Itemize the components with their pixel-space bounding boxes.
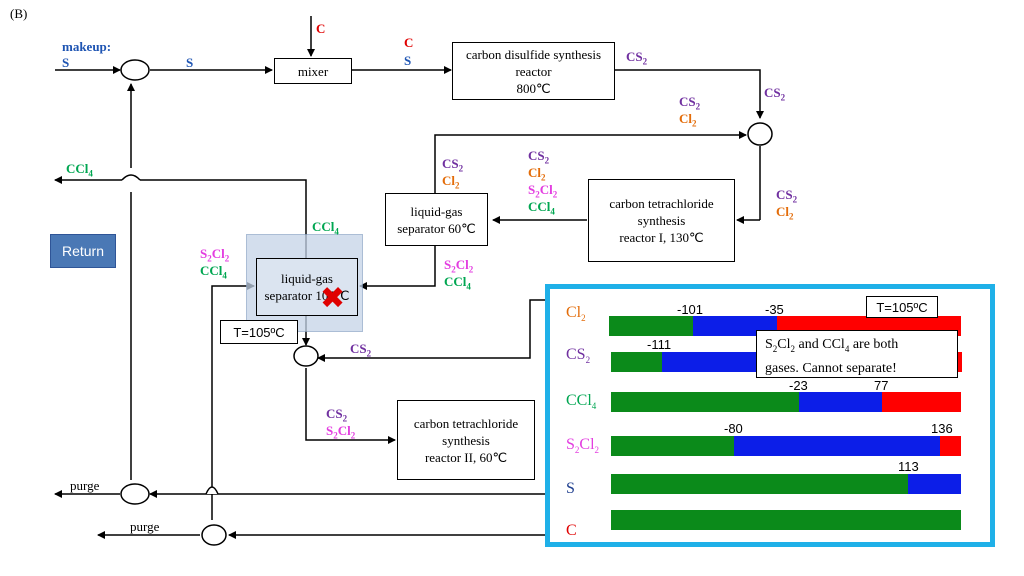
tick-ccl4-boiling: 77 bbox=[874, 378, 889, 393]
sepHL-unit: liquid-gas separator 105℃ bbox=[256, 258, 358, 316]
label-cs2-reactor2: CS2 bbox=[326, 406, 348, 424]
return-button[interactable]: Return bbox=[50, 234, 116, 268]
note-line1: S2Cl2 and CCl4 are both bbox=[765, 337, 899, 354]
sep60-line1: liquid-gas bbox=[410, 203, 463, 219]
stream-to-reactor2 bbox=[305, 368, 396, 444]
stream-cs2-out bbox=[615, 69, 764, 119]
stream-ccl4-line bbox=[140, 179, 307, 258]
makeup-title: makeup: bbox=[62, 39, 112, 54]
label-cs2-lower: CS2 bbox=[350, 341, 372, 359]
label-ccl4-left: CCl4 bbox=[200, 263, 227, 281]
bar-ccl4-solid bbox=[611, 392, 799, 412]
note-box: S2Cl2 and CCl4 are both gases. Cannot se… bbox=[756, 330, 958, 378]
reactor2-line3: reactor II, 60℃ bbox=[424, 449, 508, 465]
label-cs2-reactor1: CS2 bbox=[776, 187, 798, 205]
note-line2: gases. Cannot separate! bbox=[765, 360, 897, 376]
label-cs2-down: CS2 bbox=[764, 85, 786, 103]
label-cs2-merge: CS2 bbox=[679, 94, 701, 112]
bar-ccl4-liquid bbox=[799, 392, 882, 412]
species-ccl4: CCl4 bbox=[566, 392, 597, 412]
tick-ccl4-melting: -23 bbox=[789, 378, 808, 393]
bar-c-solid bbox=[611, 510, 961, 530]
label-ccl4-top-sepHL: CCl4 bbox=[312, 219, 339, 237]
stream-sep60-to-sepHL bbox=[359, 246, 436, 290]
label-s2cl2-left: S2Cl2 bbox=[200, 246, 230, 264]
label-s2cl2-reactor2: S2Cl2 bbox=[326, 423, 356, 441]
bar-s2cl2-gas bbox=[940, 436, 961, 456]
bar-ccl4-gas bbox=[882, 392, 961, 412]
label-cl2-reactor1: Cl2 bbox=[776, 204, 794, 222]
species-s: S bbox=[566, 480, 575, 497]
bar-s-liquid bbox=[908, 474, 961, 494]
split-node-2 bbox=[201, 524, 227, 546]
tick-cs2-melting: -111 bbox=[647, 337, 672, 352]
sepHL-line1: liquid-gas bbox=[281, 271, 333, 286]
label-s-to-mixer: S bbox=[186, 55, 194, 70]
cross-icon: ✖ bbox=[320, 281, 346, 316]
species-c: C bbox=[566, 522, 577, 539]
tick-s-melting: 113 bbox=[898, 459, 919, 474]
cs2-reactor-line1: carbon disulfide synthesis bbox=[465, 46, 602, 62]
mixing-node-2 bbox=[747, 122, 773, 146]
ccl4-reactor2-unit: carbon tetrachloride synthesis reactor I… bbox=[397, 400, 535, 480]
cs2-reactor-unit: carbon disulfide synthesis reactor 800℃ bbox=[452, 42, 615, 100]
bar-s2cl2-liquid bbox=[734, 436, 940, 456]
label-ccl4-out: CCl4 bbox=[66, 161, 93, 179]
reactor2-line2: synthesis bbox=[442, 432, 490, 448]
species-cl2: Cl2 bbox=[566, 304, 586, 324]
stream-sep60-recycle bbox=[434, 131, 747, 193]
temp-label-panel: T=105ºC bbox=[866, 296, 938, 318]
sepHL-line2: separator 105℃ bbox=[264, 288, 350, 303]
cs2-reactor-line3: 800℃ bbox=[516, 80, 551, 96]
tick-cl2-boiling: -35 bbox=[765, 302, 784, 317]
label-ccl4-below-sep60: CCl4 bbox=[444, 274, 471, 292]
reactor1-line1: carbon tetrachloride bbox=[609, 196, 714, 211]
label-c-in: C bbox=[316, 21, 326, 36]
mixer-label: mixer bbox=[297, 63, 329, 79]
species-s2cl2: S2Cl2 bbox=[566, 436, 600, 456]
bar-s2cl2-solid bbox=[611, 436, 734, 456]
label-mixer-out-c: C bbox=[404, 35, 414, 50]
bar-cl2-solid bbox=[609, 316, 693, 336]
makeup-species: S bbox=[62, 55, 70, 70]
temp-label-left: T=105ºC bbox=[220, 320, 298, 344]
label-cl2-into-sep60: Cl2 bbox=[528, 165, 546, 183]
species-cs2: CS2 bbox=[566, 346, 591, 366]
reactor1-line2: synthesis bbox=[637, 213, 686, 228]
ccl4-reactor1-unit: carbon tetrachloride synthesis reactor I… bbox=[588, 179, 735, 262]
tick-cl2-melting: -101 bbox=[677, 302, 704, 317]
mixing-node-3 bbox=[293, 345, 319, 367]
tick-s2cl2-boiling: 136 bbox=[931, 421, 953, 436]
label-cs2-out: CS2 bbox=[626, 49, 648, 67]
label-mixer-out-s: S bbox=[404, 53, 412, 68]
cs2-reactor-line2: reactor bbox=[515, 63, 552, 79]
mixing-node-1 bbox=[120, 59, 150, 81]
bar-cs2-liquid bbox=[662, 352, 772, 372]
tick-s2cl2-melting: -80 bbox=[724, 421, 743, 436]
label-cl2-top-sep60: Cl2 bbox=[442, 173, 460, 191]
label-cs2-top-sep60: CS2 bbox=[442, 156, 464, 174]
label-ccl4-into-sep60: CCl4 bbox=[528, 199, 555, 217]
split-node-1 bbox=[120, 483, 150, 505]
label-cs2-into-sep60: CS2 bbox=[528, 148, 550, 166]
sep60-unit: liquid-gas separator 60℃ bbox=[385, 193, 488, 246]
corner-label: (B) bbox=[10, 6, 28, 21]
bar-s-solid bbox=[611, 474, 908, 494]
purge-bottom-label: purge bbox=[130, 519, 160, 534]
mixer-unit: mixer bbox=[274, 58, 352, 84]
sep60-line2: separator 60℃ bbox=[397, 220, 476, 236]
bar-cs2-solid bbox=[611, 352, 662, 372]
purge-top-label: purge bbox=[70, 478, 100, 493]
reactor2-line1: carbon tetrachloride bbox=[413, 415, 519, 431]
label-s2cl2-into-sep60: S2Cl2 bbox=[528, 182, 558, 200]
reactor1-line3: reactor I, 130℃ bbox=[619, 230, 704, 245]
label-cl2-merge: Cl2 bbox=[679, 111, 697, 129]
label-s2cl2-below-sep60: S2Cl2 bbox=[444, 257, 474, 275]
